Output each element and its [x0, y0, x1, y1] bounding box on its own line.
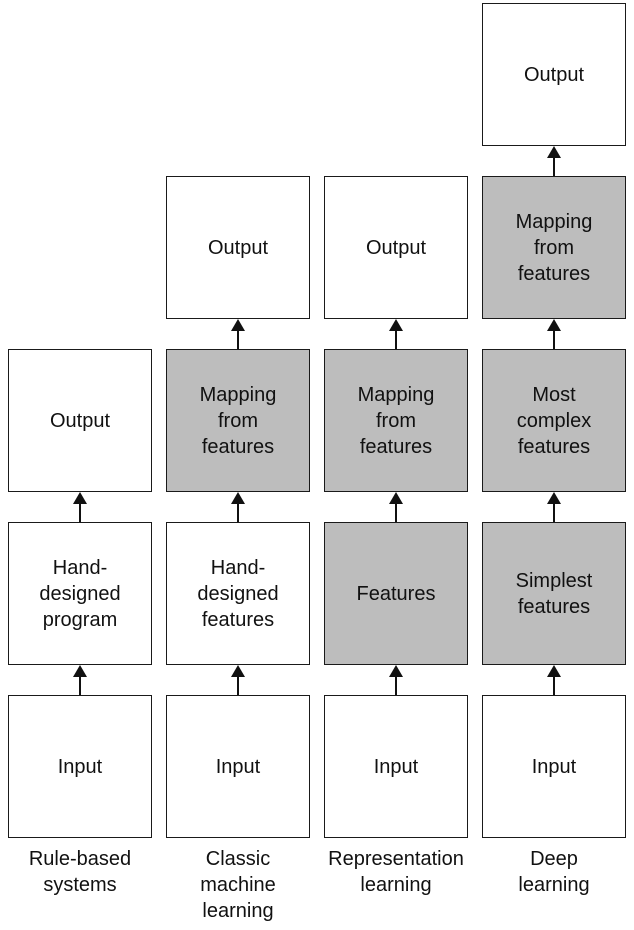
deep-learning-box-2: Most complex features [482, 349, 626, 492]
deep-learning-box-3-label: Mapping from features [515, 210, 593, 285]
deep-learning-box-0-label: Input [531, 755, 577, 778]
deep-learning-box-1: Simplest features [482, 522, 626, 665]
rule-based-box-0: Input [8, 695, 152, 838]
deep-learning-arrow-up-icon [547, 146, 561, 176]
classic-ml-box-2: Mapping from features [166, 349, 310, 492]
classic-ml-box-2-label: Mapping from features [199, 383, 277, 458]
rule-based-arrow-up-icon [73, 665, 87, 695]
representation-learning-box-0: Input [324, 695, 468, 838]
rule-based-arrow-up-icon [73, 492, 87, 522]
representation-learning-box-3-label: Output [365, 236, 427, 259]
classic-ml-box-0: Input [166, 695, 310, 838]
deep-learning-box-1-label: Simplest features [515, 569, 593, 618]
classic-ml-arrow-up-icon [231, 665, 245, 695]
deep-learning-caption: Deep learning [518, 848, 590, 896]
rule-based-box-2-label: Output [49, 409, 111, 432]
deep-learning-box-2-label: Most complex features [516, 383, 592, 458]
classic-ml-arrow-up-icon [231, 319, 245, 349]
representation-learning-arrow-up-icon [389, 665, 403, 695]
classic-ml-caption: Classic machine learning [200, 848, 276, 922]
representation-learning-box-0-label: Input [373, 755, 419, 778]
rule-based-box-1-label: Hand- designed program [39, 556, 121, 631]
classic-ml-arrow-up-icon [231, 492, 245, 522]
representation-learning-box-2-label: Mapping from features [357, 383, 435, 458]
classic-ml-box-0-label: Input [215, 755, 261, 778]
representation-learning-arrow-up-icon [389, 319, 403, 349]
deep-learning-box-4: Output [482, 3, 626, 146]
classic-ml-box-3-label: Output [207, 236, 269, 259]
deep-learning-arrow-up-icon [547, 319, 561, 349]
deep-learning-box-3: Mapping from features [482, 176, 626, 319]
rule-based-box-1: Hand- designed program [8, 522, 152, 665]
classic-ml-box-1: Hand- designed features [166, 522, 310, 665]
representation-learning-box-3: Output [324, 176, 468, 319]
representation-learning-arrow-up-icon [389, 492, 403, 522]
classic-ml-box-1-label: Hand- designed features [197, 556, 279, 631]
deep-learning-box-4-label: Output [523, 63, 585, 86]
rule-based-box-2: Output [8, 349, 152, 492]
rule-based-caption: Rule-based systems [28, 848, 132, 896]
representation-learning-box-1-label: Features [356, 582, 436, 605]
representation-learning-box-2: Mapping from features [324, 349, 468, 492]
deep-learning-box-0: Input [482, 695, 626, 838]
representation-learning-box-1: Features [324, 522, 468, 665]
rule-based-box-0-label: Input [57, 755, 103, 778]
deep-learning-arrow-up-icon [547, 665, 561, 695]
classic-ml-box-3: Output [166, 176, 310, 319]
representation-learning-caption: Representation learning [328, 848, 464, 896]
deep-learning-arrow-up-icon [547, 492, 561, 522]
